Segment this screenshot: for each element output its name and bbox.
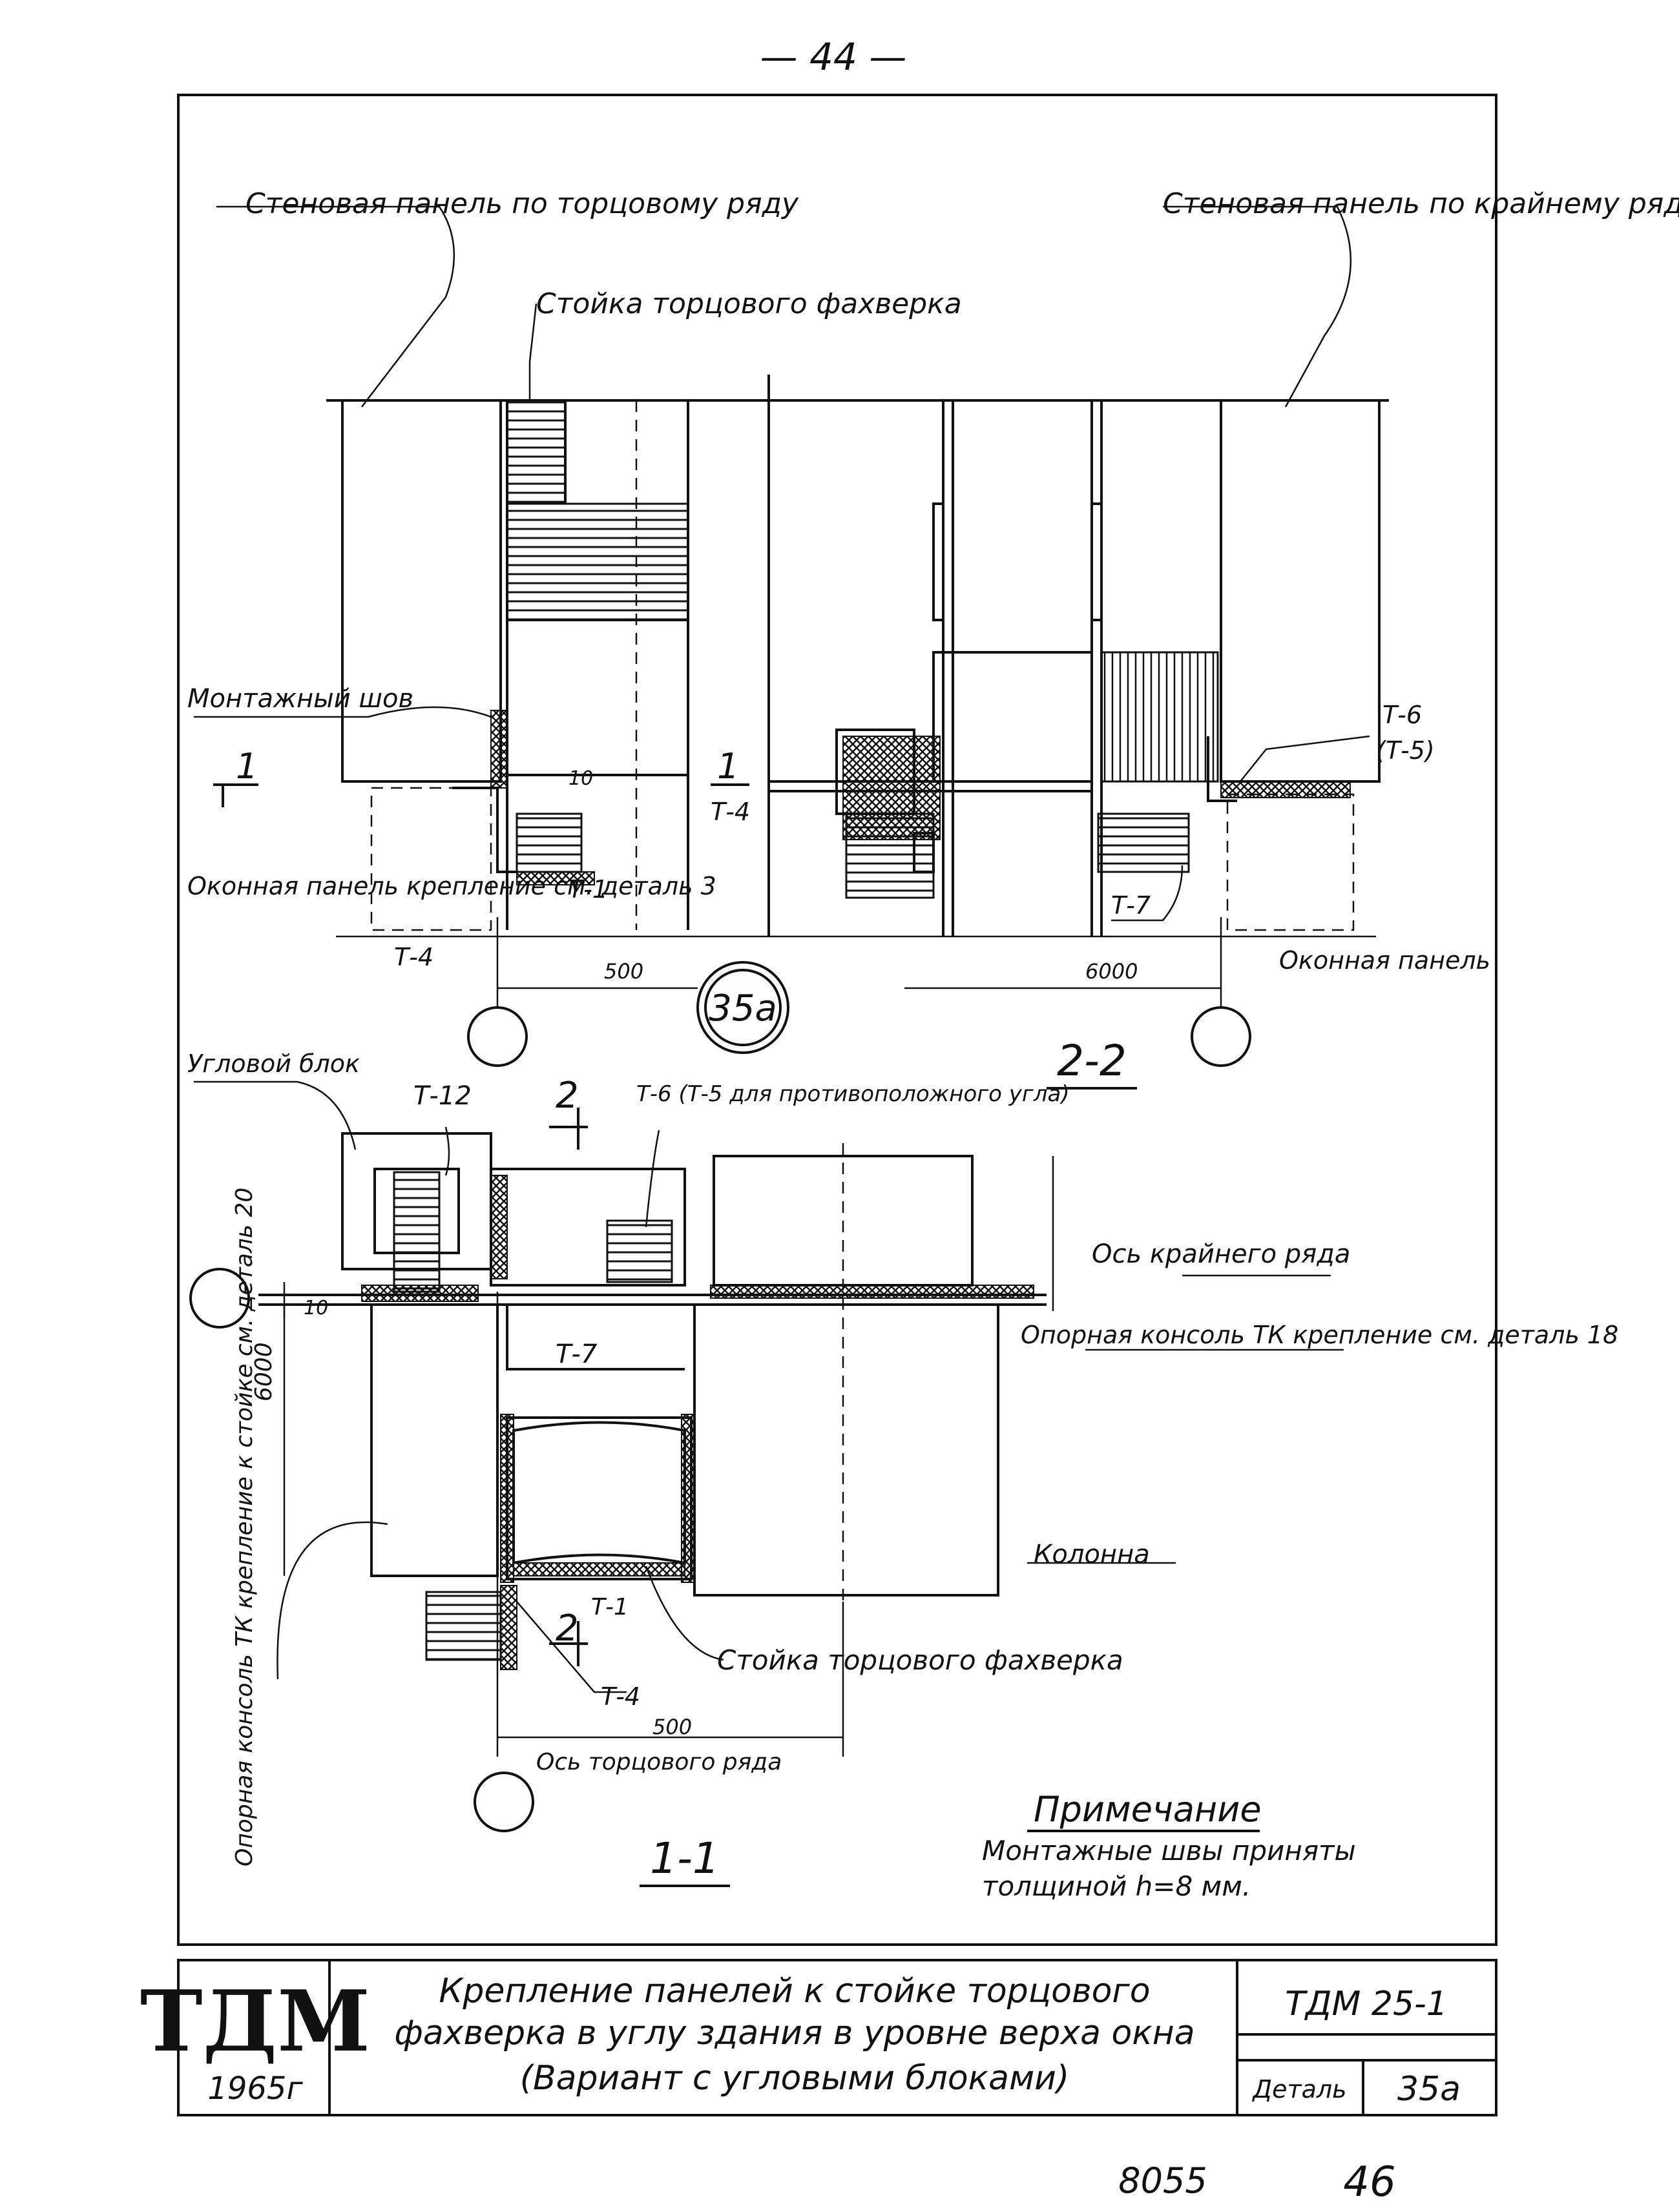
- mark-cut-2-top: 2: [556, 1075, 579, 1117]
- label-end-post-top: Стойка торцового фахверка: [536, 287, 962, 320]
- label-outer-row-axis: Ось крайнего ряда: [1092, 1239, 1350, 1269]
- dim-6000-bottom: 6000: [251, 1342, 277, 1401]
- dim-10-bottom: 10: [304, 1297, 328, 1319]
- label-t6-note: Т-6 (Т-5 для противоположного угла): [636, 1081, 1070, 1107]
- mark-cut-1-right: 1: [717, 746, 739, 787]
- title-block: [177, 1959, 1497, 2116]
- note-line-1: Монтажные швы приняты: [982, 1835, 1356, 1866]
- label-support-console-left: Опорная консоль ТК крепление к стойке см…: [231, 1188, 258, 1866]
- mark-t12: Т-12: [413, 1081, 472, 1111]
- mark-cut-2-bottom: 2: [556, 1607, 579, 1649]
- title-line-3: (Вариант с угловыми блоками): [520, 2059, 1070, 2098]
- page-number: — 44 —: [760, 35, 907, 79]
- note-line-2: толщиной h=8 мм.: [982, 1870, 1251, 1902]
- label-support-console-right: Опорная консоль ТК крепление см. деталь …: [1021, 1321, 1618, 1349]
- detail-bubble: [696, 961, 789, 1054]
- mark-t4-left: Т-4: [394, 943, 433, 971]
- detail-label: Деталь: [1251, 2075, 1346, 2103]
- mark-t4-top: Т-4: [711, 798, 750, 826]
- mark-t7-bottom: Т-7: [556, 1339, 598, 1369]
- stamp-year: 1965г: [207, 2071, 303, 2107]
- label-window-panel-left: Оконная панель крепление см. деталь 3: [187, 872, 716, 900]
- mark-t1-bottom: Т-1: [591, 1594, 629, 1620]
- mark-t4-bottom: Т-4: [601, 1682, 640, 1711]
- dim-10-top: 10: [568, 767, 593, 790]
- dim-6000-top: 6000: [1085, 959, 1138, 984]
- dim-500-bottom: 500: [652, 1715, 692, 1739]
- mark-t7-top: Т-7: [1111, 891, 1151, 920]
- label-mounting-seam: Монтажный шов: [187, 684, 413, 714]
- footer-page: 46: [1343, 2158, 1395, 2206]
- detail-bubble-label: 35а: [709, 987, 777, 1029]
- doc-code: ТДМ 25-1: [1285, 1985, 1448, 2023]
- sheet-frame: [177, 94, 1497, 1946]
- title-line-2: фахверка в углу здания в уровне верха ок…: [394, 2014, 1194, 2052]
- label-window-panel-right: Оконная панель: [1279, 946, 1490, 975]
- mark-cut-1-left: 1: [236, 746, 258, 787]
- stamp-logo: ТДМ: [140, 1972, 370, 2071]
- title-line-1: Крепление панелей к стойке торцового: [439, 1972, 1150, 2010]
- label-wall-panel-outer: Стеновая панель по крайнему ряду: [1163, 187, 1679, 220]
- section-1-1-drawing: [189, 1080, 1344, 1832]
- section-title-2-2: 2-2: [1057, 1036, 1127, 1086]
- sheet-number: 8055: [1118, 2160, 1207, 2201]
- label-corner-block: Угловой блок: [187, 1049, 360, 1078]
- section-title-1-1: 1-1: [650, 1834, 720, 1883]
- note-heading: Примечание: [1034, 1789, 1262, 1830]
- label-end-row-axis: Ось торцового ряда: [536, 1749, 782, 1775]
- label-column: Колонна: [1034, 1540, 1150, 1569]
- label-end-post-bottom: Стойка торцового фахверка: [717, 1644, 1123, 1676]
- section-2-2-drawing: [194, 205, 1389, 1067]
- dim-500-top: 500: [604, 959, 643, 984]
- detail-value: 35а: [1397, 2070, 1461, 2109]
- label-wall-panel-end: Стеновая панель по торцовому ряду: [245, 187, 799, 220]
- mark-t6-top: Т-6: [1382, 701, 1422, 729]
- mark-t5-top: (Т-5): [1376, 736, 1435, 765]
- mark-t1-top: Т-1: [568, 875, 608, 904]
